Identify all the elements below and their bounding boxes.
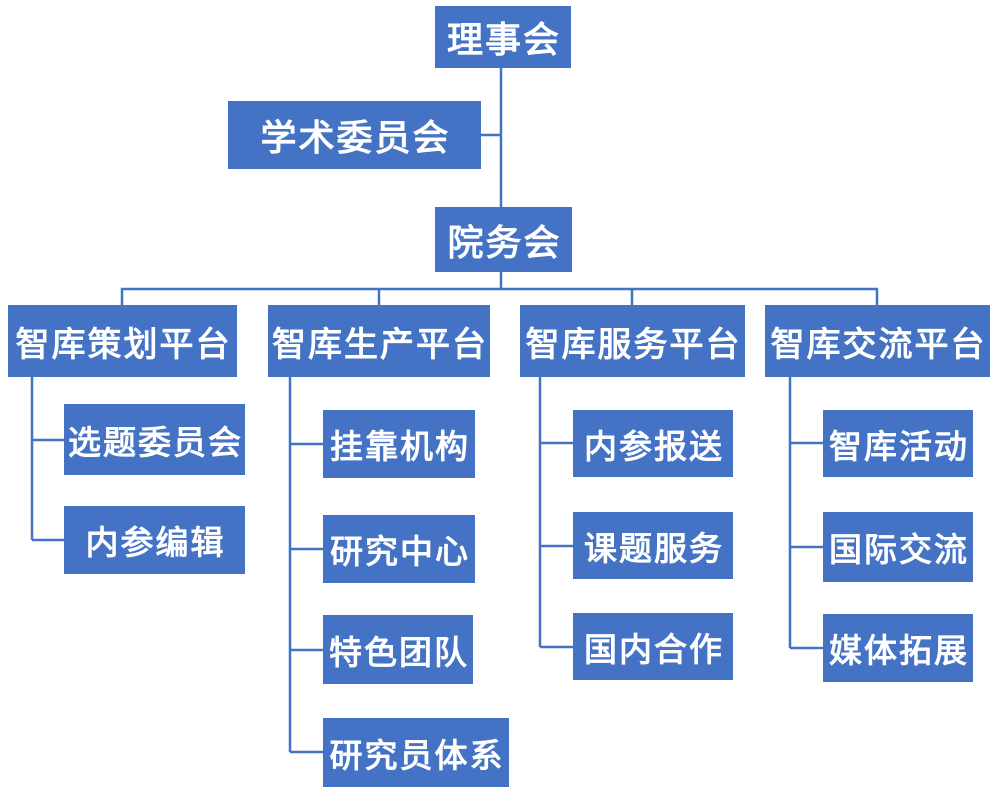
org-node-intl-exchange: 国际交流 [823,512,973,582]
org-node-project-services: 课题服务 [573,512,733,579]
connector-column-1 [30,377,64,542]
org-node-ref-editing: 内参编辑 [64,506,245,574]
org-node-platform-planning: 智库策划平台 [8,305,237,377]
org-node-ref-submission: 内参报送 [573,410,733,477]
org-node-topic-committee: 选题委员会 [64,404,245,475]
org-node-council: 院务会 [435,207,572,272]
org-node-media-expansion: 媒体拓展 [823,614,973,682]
org-node-platform-service: 智库服务平台 [520,305,745,377]
connector-column-3 [538,377,573,649]
org-node-research-centers: 研究中心 [323,515,475,583]
org-node-domestic-coop: 国内合作 [573,613,733,680]
org-node-academic-committee: 学术委员会 [228,101,481,169]
org-node-affiliated-orgs: 挂靠机构 [323,410,475,478]
org-node-board: 理事会 [435,6,571,68]
connector-column-4 [788,377,823,650]
org-node-researcher-system: 研究员体系 [323,718,509,787]
org-node-platform-exchange: 智库交流平台 [765,305,990,377]
org-node-thinktank-events: 智库活动 [823,410,973,477]
org-node-special-teams: 特色团队 [323,615,473,684]
connector-platform-bar [120,287,879,305]
org-node-platform-production: 智库生产平台 [268,305,490,377]
connector-column-2 [288,377,323,754]
